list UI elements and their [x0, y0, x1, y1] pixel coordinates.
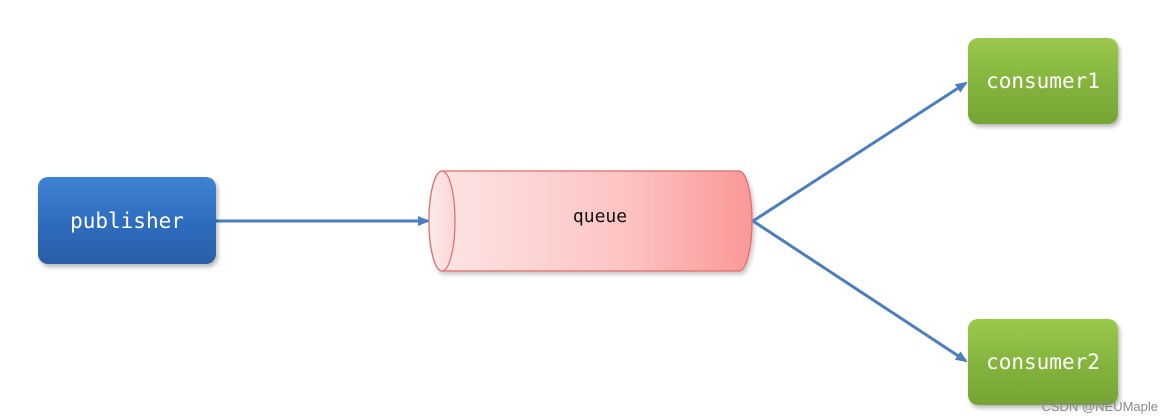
queue-end-cap [428, 170, 456, 272]
edge-queue-to-consumer2 [752, 219, 968, 363]
queue-cylinder [428, 170, 753, 272]
watermark: CSDN @NEUMaple [1041, 399, 1159, 414]
consumer2-label: consumer2 [986, 350, 1100, 374]
edge-queue-to-consumer1 [752, 81, 968, 223]
consumer2-node: consumer2 [968, 319, 1118, 405]
publisher-node: publisher [38, 177, 216, 264]
consumer1-label: consumer1 [986, 69, 1100, 93]
publisher-label: publisher [70, 208, 184, 233]
queue-label: queue [572, 206, 628, 227]
consumer1-node: consumer1 [968, 38, 1118, 124]
